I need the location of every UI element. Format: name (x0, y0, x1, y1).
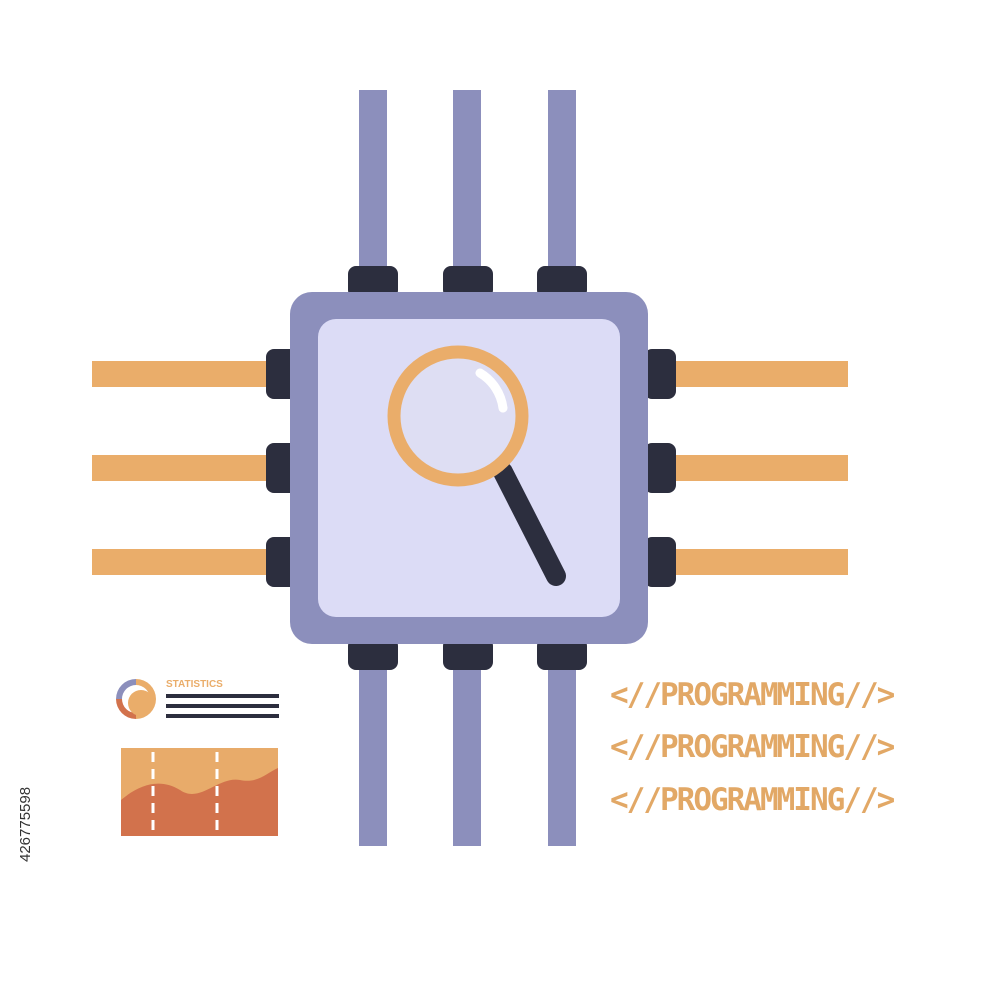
bottom-bus-lines (359, 660, 576, 846)
chip-pin-top (443, 266, 493, 298)
stats-label: STATISTICS (166, 679, 223, 690)
chip-pin-top (348, 266, 398, 298)
donut-segment-purple (116, 679, 136, 699)
stock-id: 426775598 (17, 787, 34, 862)
chip-pin-right (644, 443, 676, 493)
chart-area (121, 768, 278, 836)
left-traces (92, 361, 280, 575)
chip-pin-top (537, 266, 587, 298)
magnifying-glass-icon (387, 345, 566, 586)
top-bus-line (359, 90, 387, 275)
code-line: <//PROGRAMMING//> (610, 729, 895, 765)
stats-line (166, 694, 279, 698)
left-trace (92, 455, 280, 481)
chip-pin-bottom (537, 638, 587, 670)
chip-pin-bottom (443, 638, 493, 670)
left-trace (92, 361, 280, 387)
chip-pin-right (644, 537, 676, 587)
magnifier-handle (493, 462, 566, 586)
magnifier-lens (387, 345, 529, 487)
right-trace (660, 549, 848, 575)
right-traces (660, 361, 848, 575)
bottom-bus-line (548, 660, 576, 846)
code-line: <//PROGRAMMING//> (610, 677, 895, 713)
stats-line (166, 714, 279, 718)
donut-segment-rust (116, 699, 136, 719)
top-bus-line (548, 90, 576, 275)
code-line: <//PROGRAMMING//> (610, 782, 895, 818)
area-chart-icon (121, 748, 278, 836)
lens-highlight (475, 368, 508, 413)
right-trace (660, 455, 848, 481)
right-trace (660, 361, 848, 387)
bottom-bus-line (359, 660, 387, 846)
left-trace (92, 549, 280, 575)
top-bus-lines (359, 90, 576, 275)
code-block: <//PROGRAMMING//> <//PROGRAMMING//> <//P… (610, 677, 897, 818)
statistics-widget: STATISTICS (116, 679, 279, 719)
chip-pin-right (644, 349, 676, 399)
bottom-bus-line (453, 660, 481, 846)
top-bus-line (453, 90, 481, 275)
donut-chart-icon (116, 679, 156, 719)
chip-pin-bottom (348, 638, 398, 670)
stats-line (166, 704, 279, 708)
donut-center (128, 690, 154, 716)
